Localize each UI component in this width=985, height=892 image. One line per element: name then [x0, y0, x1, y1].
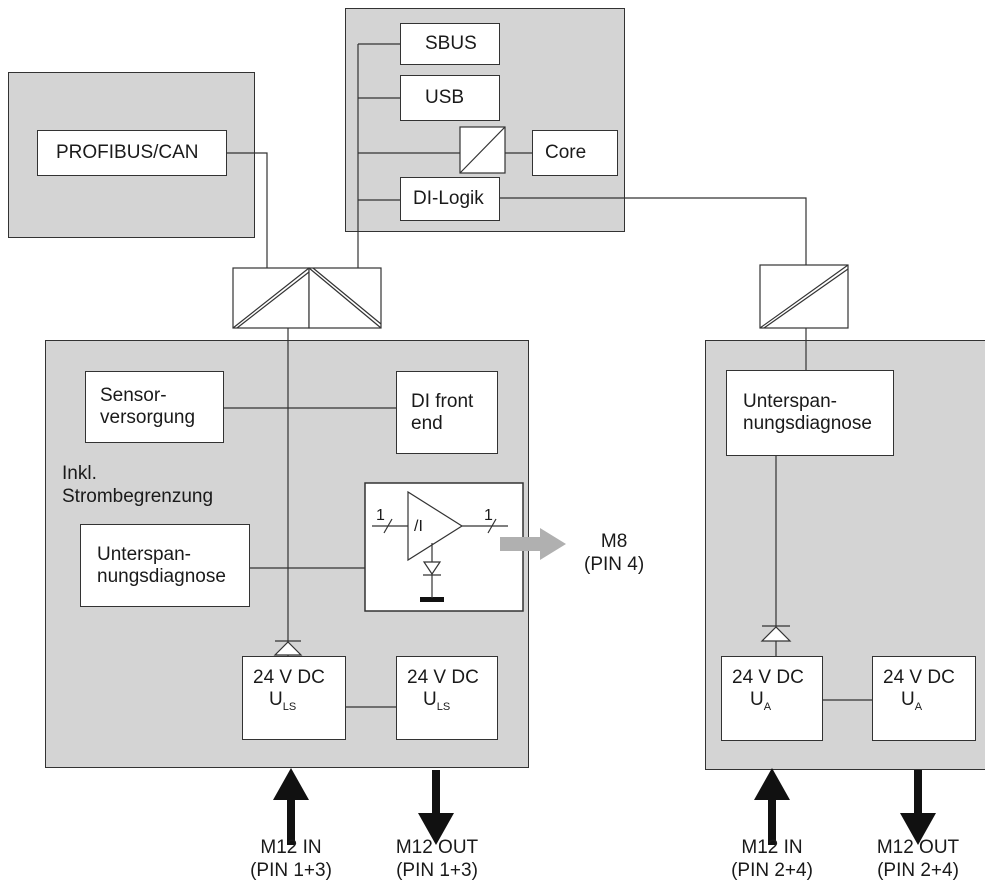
main-diode — [273, 640, 303, 656]
main-out-arrow — [418, 770, 454, 845]
m8-arrow — [500, 528, 566, 560]
right-m12-out-label: M12 OUT (PIN 2+4) — [876, 837, 960, 881]
profibus-can-box: PROFIBUS/CAN — [37, 130, 227, 176]
sensor-supply-box: Sensor-versorgung — [85, 371, 224, 443]
sbus-box: SBUS — [400, 23, 500, 65]
center-isolator — [308, 267, 382, 329]
amplifier-box — [364, 482, 524, 612]
ground-bar — [420, 597, 444, 602]
right-in-arrow — [754, 768, 790, 845]
amplifier-symbol — [372, 490, 508, 580]
right-m12-in-label: M12 IN (PIN 2+4) — [731, 837, 813, 881]
m8-pin4-label: M8 (PIN 4) — [584, 531, 645, 575]
amp-input-label: 1 — [376, 507, 385, 524]
right-diode — [760, 625, 792, 642]
profibus-wire — [227, 152, 268, 268]
left-isolator — [232, 267, 310, 329]
di-logik-box: DI-Logik — [400, 177, 500, 221]
right-undervoltage-diagnosis-box: Unterspan-nungsdiagnose — [726, 370, 894, 456]
core-box: Core — [532, 130, 618, 176]
undervoltage-diagnosis-box: Unterspan-nungsdiagnose — [80, 524, 250, 607]
main-in-arrow — [273, 768, 309, 845]
current-limit-label: Inkl. Strombegrenzung — [62, 463, 214, 507]
core-isolator — [459, 126, 506, 174]
dilogik-to-right-wire — [500, 197, 807, 265]
amp-output-label: 1 — [484, 507, 493, 524]
main-m12-out-label: M12 OUT (PIN 1+3) — [395, 837, 479, 881]
right-isolator — [759, 264, 849, 329]
right-out-arrow — [900, 770, 936, 845]
usb-box: USB — [400, 75, 500, 121]
main-m12-in-label: M12 IN (PIN 1+3) — [250, 837, 332, 881]
amp-current-symbol: /I — [414, 518, 423, 535]
